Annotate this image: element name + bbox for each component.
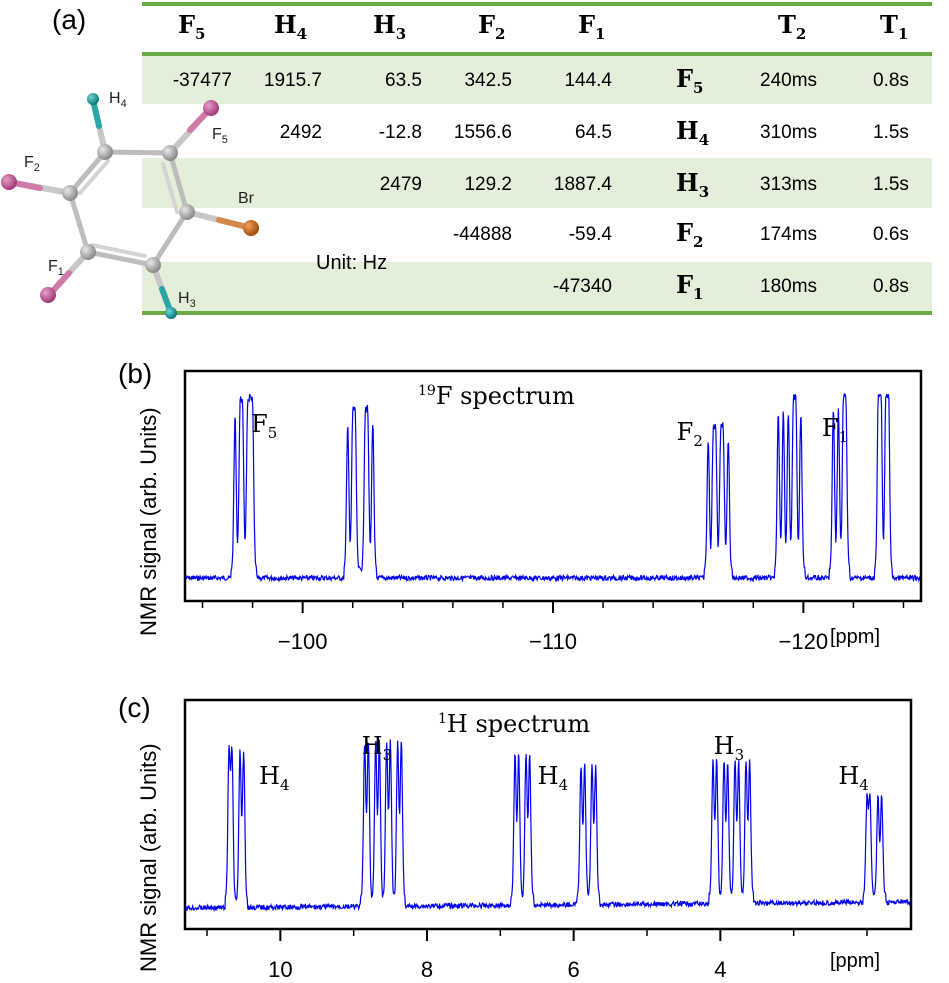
atom-label-br: Br: [238, 190, 254, 207]
table-cell: 2479: [379, 174, 422, 195]
t2-cell: 174ms: [760, 224, 818, 245]
atom-label-f1: F1: [48, 258, 64, 279]
spectrum-title-b: 19F spectrum: [418, 382, 575, 410]
table-cell: -37477: [172, 70, 232, 91]
row-label: H3: [676, 168, 710, 201]
peak-label: F1: [821, 414, 849, 446]
x-tick-label: 6: [567, 957, 580, 982]
column-header-t2: T2: [778, 10, 807, 43]
x-tick-label: 10: [268, 957, 293, 982]
spectrum-trace: [185, 392, 921, 583]
spectrum-title-c: 1H spectrum: [438, 710, 591, 738]
table-cell: 1887.4: [553, 174, 612, 195]
t2-cell: 180ms: [760, 276, 818, 297]
peak-label: H4: [838, 762, 869, 794]
table-cell: -12.8: [378, 122, 422, 143]
column-header: F5: [178, 10, 206, 43]
table-top-rule: [142, 2, 932, 6]
x-tick-label: −110: [529, 629, 577, 654]
x-tick-label: −120: [778, 629, 829, 654]
x-tick-label: −100: [277, 629, 328, 654]
table-bottom-rule: [142, 311, 932, 315]
x-tick-label: 8: [420, 957, 434, 982]
table-cell: 1556.6: [453, 122, 512, 143]
table-cell: 342.5: [464, 70, 512, 91]
unit-note: Unit: Hz: [316, 252, 388, 274]
column-header: H3: [373, 10, 407, 43]
t1-cell: 1.5s: [873, 122, 909, 143]
table-band-row3: [142, 158, 932, 208]
t1-cell: 0.6s: [873, 224, 909, 245]
row-label: F1: [676, 270, 704, 303]
column-header-t1: T1: [880, 10, 909, 43]
table-cell: 144.4: [564, 70, 612, 91]
table-cell: 1915.7: [263, 70, 322, 91]
table-cell: 64.5: [575, 122, 612, 143]
atom-label-h3: H3: [178, 290, 196, 311]
peak-label: F5: [251, 410, 278, 442]
x-axis-unit-c: [ppm]: [830, 950, 881, 972]
peak-label: H3: [361, 732, 393, 764]
atom-label-f5: F5: [212, 126, 228, 147]
panel-label-b: (b): [118, 358, 153, 389]
peak-label: H4: [537, 762, 569, 794]
table-band-row1: [142, 56, 932, 104]
table-cell: 129.2: [464, 174, 512, 195]
panel-label-c: (c): [118, 692, 151, 723]
y-axis-label-c: NMR signal (arb. Units): [136, 743, 161, 972]
row-label: F2: [676, 218, 704, 251]
peak-label: H4: [259, 762, 290, 794]
row-label: F5: [676, 64, 704, 97]
row-label: H4: [676, 116, 710, 149]
column-header: H4: [274, 10, 308, 43]
t1-cell: 0.8s: [873, 70, 909, 91]
table-band-row5: [142, 262, 932, 312]
table-header-rule: [142, 52, 932, 56]
table-cell: -47340: [552, 276, 612, 297]
peak-label: H3: [713, 732, 745, 764]
table-cell: 63.5: [385, 70, 422, 91]
x-tick-label: 4: [714, 957, 727, 982]
t2-cell: 310ms: [760, 122, 818, 143]
table-cell: -44888: [452, 224, 512, 245]
atom-label-h4: H4: [109, 90, 127, 111]
panel-label-a: (a): [52, 4, 87, 35]
table-cell: -59.4: [568, 224, 612, 245]
table-cell: 2492: [279, 122, 322, 143]
column-header: F2: [478, 10, 506, 43]
plot-frame: [183, 698, 913, 931]
t2-cell: 313ms: [760, 174, 818, 195]
t1-cell: 1.5s: [873, 174, 909, 195]
peak-label: F2: [676, 418, 703, 450]
t1-cell: 0.8s: [873, 276, 909, 297]
column-header: F1: [578, 10, 606, 43]
molecule-diagram: [1, 93, 259, 319]
x-axis-unit-b: [ppm]: [830, 626, 881, 648]
t2-cell: 240ms: [760, 70, 818, 91]
atom-label-f2: F2: [24, 154, 40, 175]
spectrum-trace: [185, 739, 911, 913]
